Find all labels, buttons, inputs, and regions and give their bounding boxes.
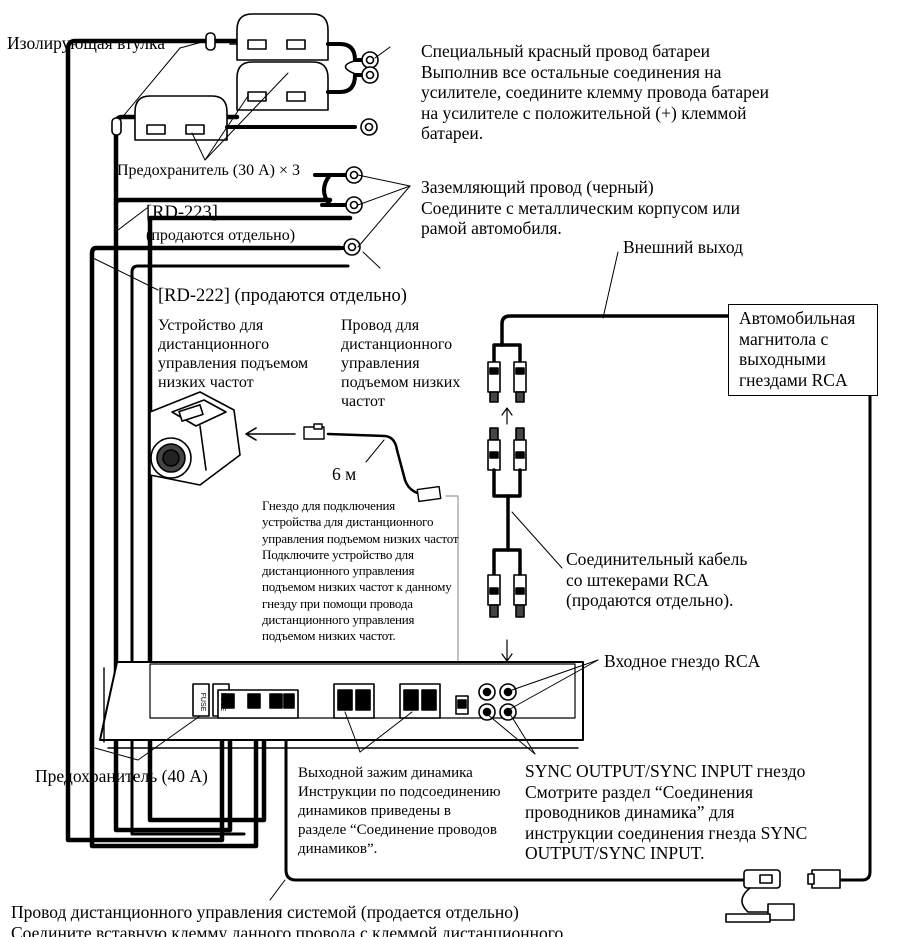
remote-cable-line-3: управления — [341, 355, 420, 372]
remote-jack-line-7: гнезду при помощи провода — [262, 595, 413, 611]
remote-connectors — [303, 423, 442, 503]
remote-sub-cable-left — [130, 264, 350, 836]
remote-device-line-1: Устройство для — [158, 317, 264, 334]
ground-cable — [89, 197, 353, 849]
remote-arrow-left — [245, 427, 296, 441]
car-stereo-line-1: Автомобильная — [739, 308, 856, 328]
system-remote-clip: Соедините вставную клемму данного провод… — [0, 920, 900, 937]
system-remote-line-1: Провод дистанционного управления системо… — [11, 902, 519, 922]
remote-jack-line-2: устройства для дистанционного — [262, 514, 434, 530]
remote-cable-line-5: частот — [341, 393, 385, 410]
battery-wire-label: Специальный красный провод батареи Выпол… — [421, 41, 769, 144]
fuse-holder-1 — [229, 13, 342, 61]
battery-wire-line-2: Выполнив все остальные соединения на — [421, 61, 722, 82]
remote-jack-line-4: Подключите устройство для — [262, 546, 414, 562]
cable-length-label: 6 м — [332, 464, 357, 484]
rd223-note-label: (продаются отдельно) — [146, 227, 296, 244]
rca-plugs-top — [487, 361, 527, 403]
fuse-marking-2: FUSE — [219, 693, 226, 712]
speaker-terminal-line-1: Выходной зажим динамика — [298, 765, 473, 781]
remote-cable-label: Провод для дистанционного управления под… — [341, 316, 460, 411]
remote-cable-line-1: Провод для — [341, 317, 420, 334]
remote-jack-line-3: управления подъемом низких частот — [262, 530, 459, 546]
rca-cable — [487, 427, 527, 618]
remote-device-label: Устройство для дистанционного управления… — [158, 316, 308, 392]
insulating-sleeve-label: Изолирующая втулка — [7, 33, 166, 53]
fuse-40a-label: Предохранитель (40 A) — [35, 766, 208, 786]
remote-jack-link — [445, 495, 459, 673]
bass-remote-unit — [149, 391, 241, 486]
sync-line-2: Смотрите раздел “Соединения — [525, 781, 754, 802]
remote-jack-line-5: дистанционного управления — [262, 563, 415, 579]
speaker-terminal-label: Выходной зажим динамика Инструкции по по… — [298, 764, 501, 859]
ground-ring-terminals — [313, 166, 363, 256]
speaker-terminal-line-5: динамиков”. — [298, 841, 378, 857]
insulating-sleeve-1 — [205, 32, 216, 51]
sync-line-4: инструкции соединения гнезда SYNC — [525, 822, 808, 843]
battery-wire-line-4: на усилителе с положительной (+) клеммой — [421, 102, 747, 123]
speaker-terminal-line-4: разделе “Соединение проводов — [298, 822, 497, 838]
rca-cable-line-2: со штекерами RCA — [566, 569, 709, 590]
speaker-terminal-line-3: динамиков приведены в — [298, 803, 451, 819]
rca-cable-line-1: Соединительный кабель — [566, 549, 748, 569]
rca-input-label: Входное гнездо RCA — [604, 651, 761, 671]
remote-cable-line-2: дистанционного — [341, 336, 453, 353]
fuse-marking-1: FUSE — [199, 693, 206, 712]
rca-arrow-down — [501, 639, 513, 662]
car-stereo-line-3: выходными — [739, 349, 826, 369]
system-remote-plug — [725, 869, 841, 923]
remote-jack-line-8: дистанционного управления — [262, 612, 415, 628]
rca-cable-line-3: (продаются отдельно). — [566, 590, 734, 610]
remote-device-line-2: дистанционного — [158, 336, 270, 353]
remote-jack-label: Гнездо для подключения устройства для ди… — [262, 498, 459, 645]
ground-wire-label: Заземляющий провод (черный) Соедините с … — [421, 177, 740, 239]
remote-jack-line-6: подъемом низких частот к данному — [262, 579, 452, 595]
battery-wire-line-3: усилителе, соедините клемму провода бата… — [421, 82, 770, 102]
rd223-model-label: [RD-223] — [146, 203, 218, 223]
leader-lines — [92, 40, 411, 291]
system-remote-line-2: Соедините вставную клемму данного провод… — [11, 923, 564, 937]
sync-line-5: OUTPUT/SYNC INPUT. — [525, 843, 705, 863]
ground-wire-line-1: Заземляющий провод (черный) — [421, 177, 654, 197]
remote-device-line-4: низких частот — [158, 374, 254, 391]
fuse-holder-3 — [134, 95, 357, 141]
system-remote-cable — [284, 394, 872, 882]
battery-wire-line-5: батареи. — [421, 123, 484, 143]
car-stereo-line-4: гнездами RCA — [739, 369, 848, 390]
remote-cable-line-4: подъемом низких — [341, 374, 461, 391]
speaker-terminal-line-2: Инструкции по подсоединению — [298, 784, 501, 800]
rca-cable-label: Соединительный кабель со штекерами RCA (… — [566, 549, 747, 611]
car-stereo-box: Автомобильная магнитола с выходными гнез… — [728, 304, 878, 396]
sync-line-3: проводников динамика” для — [525, 802, 735, 822]
rd222-label: [RD-222] (продаются отдельно) — [158, 286, 407, 306]
fuse-30a-label: Предохранитель (30 A) × 3 — [117, 162, 301, 179]
fuse-holder-2 — [236, 61, 342, 111]
battery-cable — [65, 38, 240, 843]
remote-device-line-3: управления подъемом — [158, 355, 309, 372]
ground-wire-line-2: Соедините с металлическим корпусом или — [421, 197, 740, 218]
amp-leader-lines — [94, 659, 599, 761]
external-output-label: Внешний выход — [623, 237, 744, 257]
sync-line-1: SYNC OUTPUT/SYNC INPUT гнездо — [525, 761, 806, 781]
remote-jack-line-9: подъемом низких частот. — [262, 628, 396, 644]
ground-wire-line-3: рамой автомобиля. — [421, 218, 562, 238]
remote-jack-line-1: Гнездо для подключения — [262, 498, 396, 513]
sync-jack-label: SYNC OUTPUT/SYNC INPUT гнездо Смотрите р… — [525, 761, 807, 864]
insulating-sleeve-2 — [111, 117, 122, 136]
rca-arrow-up — [501, 407, 513, 425]
external-output-cable — [492, 314, 730, 364]
car-stereo-line-2: магнитола с — [739, 328, 829, 349]
battery-ring-terminals — [338, 42, 379, 136]
battery-wire-line-1: Специальный красный провод батареи — [421, 41, 710, 61]
